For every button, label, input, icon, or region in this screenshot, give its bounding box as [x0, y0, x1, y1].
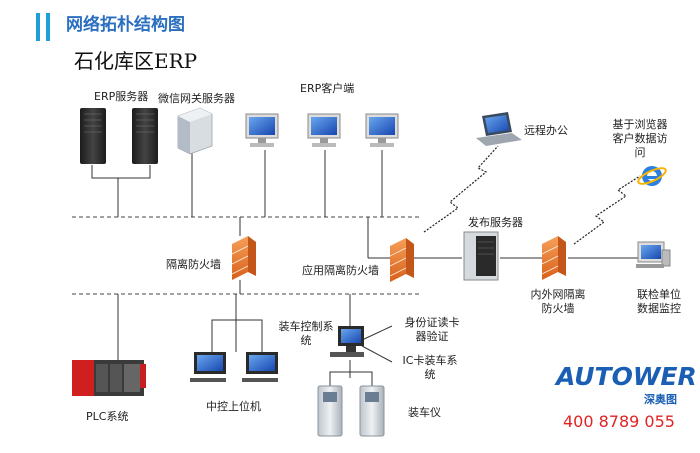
- publish-server-icon: [463, 231, 499, 281]
- page-subtitle: 石化库区ERP: [74, 49, 198, 73]
- inner-outer-firewall-label: 内外网隔离 防火墙: [530, 288, 586, 315]
- plc-system-label: PLC系统: [86, 410, 129, 423]
- connection-lines: [91, 150, 638, 386]
- title-accent-bar: [46, 13, 50, 41]
- central-control-pc-icon: [242, 352, 278, 382]
- inner-outer-firewall-icon: [541, 236, 566, 280]
- erp-client-monitor-icon: [307, 113, 341, 147]
- brand-logo-subtitle: 深奥图: [644, 393, 677, 406]
- erp-client-monitor-icon: [365, 113, 399, 147]
- wechat-gateway-label: 微信网关服务器: [158, 92, 235, 105]
- id-reader-label: 身份证读卡 器验证: [404, 316, 460, 343]
- app-isolation-firewall-icon: [389, 238, 414, 282]
- browser-access-label: 基于浏览器 客户数据访 问: [612, 118, 668, 159]
- isolation-firewall-icon: [231, 236, 256, 280]
- ic-card-system-label: IC卡装车系 统: [402, 354, 458, 381]
- central-control-pc-icon: [190, 352, 226, 382]
- plc-icon: [72, 360, 146, 396]
- brand-logo: AUTOWER: [556, 362, 697, 391]
- isolation-firewall-label: 隔离防火墙: [166, 258, 221, 271]
- publish-server-label: 发布服务器: [468, 216, 523, 229]
- browser-icon: [637, 166, 667, 186]
- erp-client-monitor-icon: [245, 113, 279, 147]
- erp-server-icon: [80, 108, 158, 164]
- wechat-gateway-server-icon: [177, 107, 213, 155]
- loading-control-pc-icon: [330, 326, 364, 357]
- title-accent-bar: [36, 13, 40, 41]
- remote-office-label: 远程办公: [524, 124, 568, 137]
- inspection-pc-icon: [636, 241, 671, 268]
- loading-meter-icon: [317, 385, 385, 437]
- wireless-link-remote: [423, 145, 499, 233]
- brand-phone: 400 8789 055: [563, 412, 675, 431]
- loading-control-label: 装车控制系 统: [278, 320, 334, 347]
- laptop-icon: [476, 112, 522, 146]
- erp-server-label: ERP服务器: [94, 90, 149, 103]
- page-title: 网络拓朴结构图: [66, 15, 185, 35]
- wireless-link-browser: [573, 175, 641, 245]
- central-control-label: 中控上位机: [206, 400, 261, 413]
- app-isolation-firewall-label: 应用隔离防火墙: [302, 264, 379, 277]
- joint-inspection-label: 联检单位 数据监控: [637, 288, 681, 315]
- erp-client-label: ERP客户端: [300, 82, 355, 95]
- loading-meter-label: 装车仪: [408, 406, 441, 419]
